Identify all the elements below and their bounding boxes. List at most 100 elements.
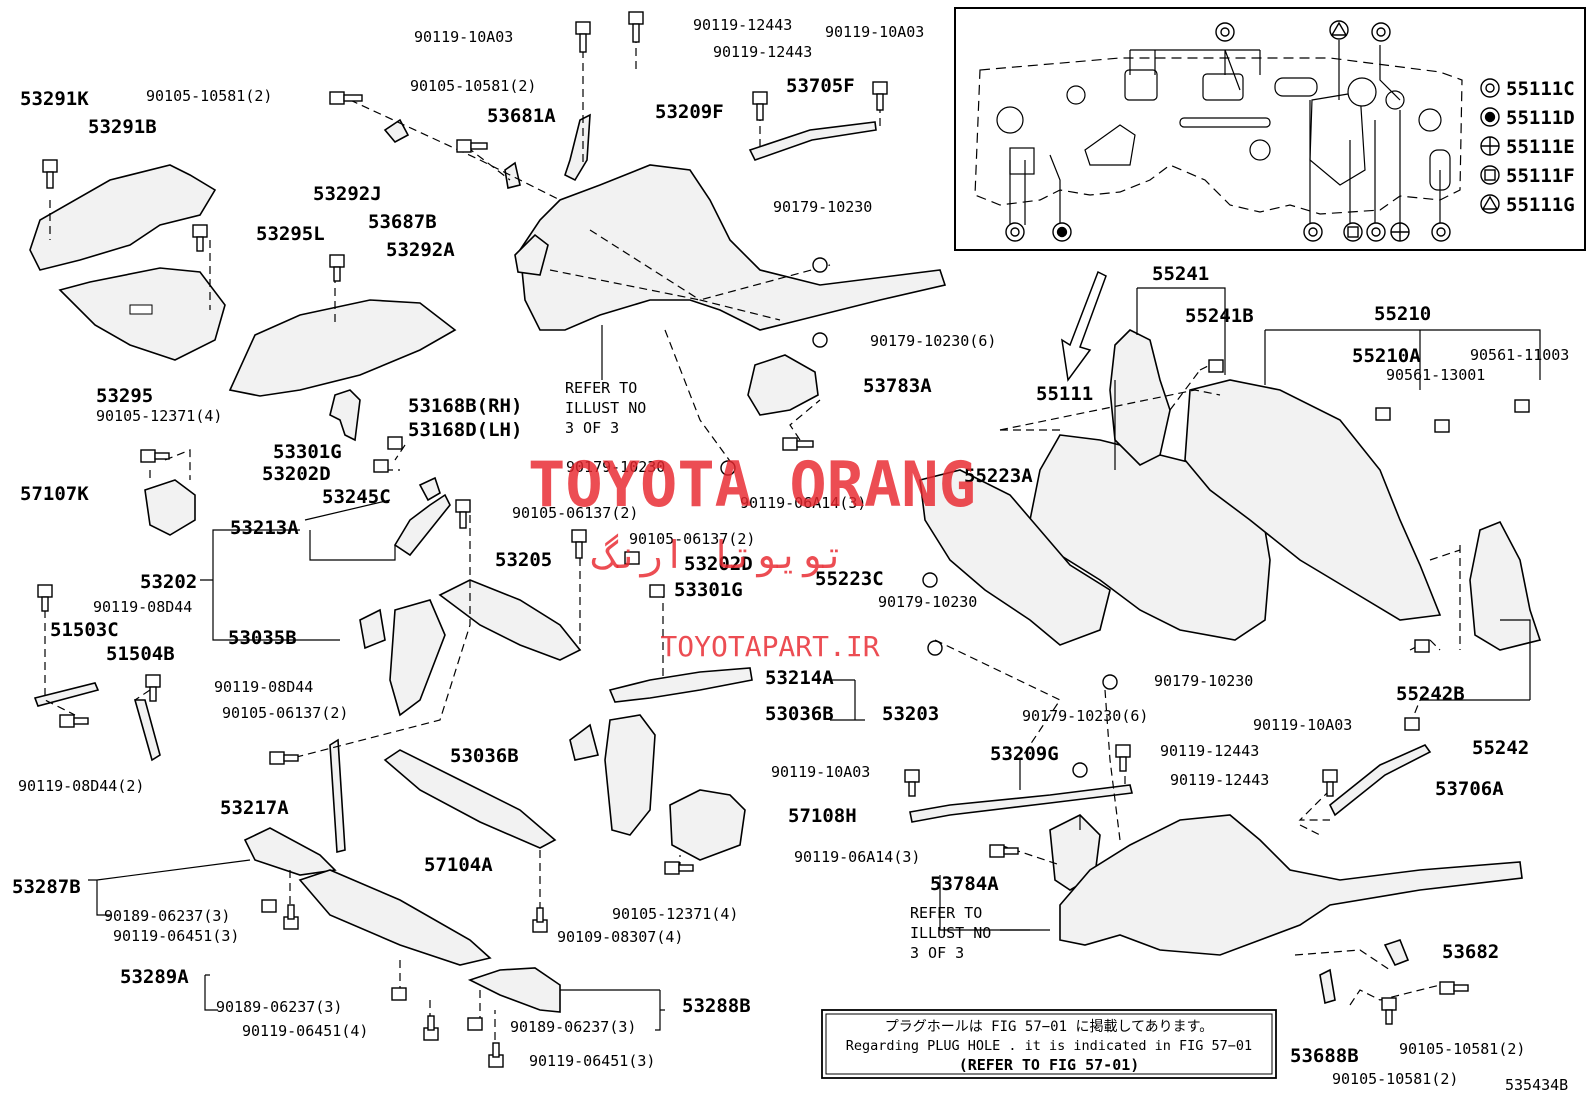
label-90119-06A14-3b: 90119-06A14(3) bbox=[794, 848, 920, 866]
label-53036B-a: 53036B bbox=[765, 703, 834, 725]
label-53784A: 53784A bbox=[930, 873, 999, 895]
label-55242B: 55242B bbox=[1396, 683, 1465, 705]
label-90119-06451-4: 90119-06451(4) bbox=[242, 1022, 368, 1040]
legend-55111E: 55111E bbox=[1506, 136, 1575, 158]
label-57107K: 57107K bbox=[20, 483, 89, 505]
svg-text:ILLUST NO: ILLUST NO bbox=[910, 924, 991, 942]
label-55241: 55241 bbox=[1152, 263, 1209, 285]
svg-text:ILLUST NO: ILLUST NO bbox=[565, 399, 646, 417]
label-90179-10230-b: 90179-10230 bbox=[566, 458, 665, 476]
note-jp: プラグホールは FIG 57−01 に掲載してあります。 bbox=[885, 1019, 1213, 1035]
label-90189-06237-3a: 90189-06237(3) bbox=[104, 907, 230, 925]
label-90105-10581-b: 90105-10581(2) bbox=[410, 77, 536, 95]
label-53291K: 53291K bbox=[20, 88, 89, 110]
label-51503C: 51503C bbox=[50, 619, 119, 641]
label-90179-10230-a: 90179-10230 bbox=[773, 198, 872, 216]
label-55111: 55111 bbox=[1036, 383, 1093, 405]
label-55210: 55210 bbox=[1374, 303, 1431, 325]
svg-text:3 OF 3: 3 OF 3 bbox=[910, 944, 964, 962]
label-90119-10A03-b: 90119-10A03 bbox=[825, 23, 924, 41]
refer-note-upper: REFER TO ILLUST NO 3 OF 3 bbox=[565, 379, 646, 437]
label-53295: 53295 bbox=[96, 385, 153, 407]
label-90119-12443-b: 90119-12443 bbox=[713, 43, 812, 61]
label-90119-06451-3b: 90119-06451(3) bbox=[529, 1052, 655, 1070]
label-90105-10581-a: 90105-10581(2) bbox=[146, 87, 272, 105]
label-53214A: 53214A bbox=[765, 667, 834, 689]
label-53168D: 53168D(LH) bbox=[408, 419, 522, 441]
label-55223A: 55223A bbox=[964, 465, 1033, 487]
label-90189-06237-3b: 90189-06237(3) bbox=[216, 998, 342, 1016]
legend-55111F: 55111F bbox=[1506, 165, 1575, 187]
label-53287B: 53287B bbox=[12, 876, 81, 898]
label-90105-12371-4b: 90105-12371(4) bbox=[612, 905, 738, 923]
label-53705F: 53705F bbox=[786, 75, 855, 97]
svg-text:REFER TO: REFER TO bbox=[565, 379, 637, 397]
fastener-labels: 90119-10A03 90119-12443 90119-12443 9011… bbox=[18, 16, 1569, 1088]
label-53783A: 53783A bbox=[863, 375, 932, 397]
label-90105-06137-2c: 90105-06137(2) bbox=[222, 704, 348, 722]
note-en: Regarding PLUG HOLE . it is indicated in… bbox=[846, 1038, 1252, 1054]
label-90119-10A03-d: 90119-10A03 bbox=[1253, 716, 1352, 734]
label-90105-06137-2a: 90105-06137(2) bbox=[512, 504, 638, 522]
label-90119-10A03-c: 90119-10A03 bbox=[771, 763, 870, 781]
label-53203: 53203 bbox=[882, 703, 939, 725]
svg-text:REFER TO: REFER TO bbox=[910, 904, 982, 922]
label-90179-10230-d: 90179-10230 bbox=[1154, 672, 1253, 690]
watermark: TOYOTA ORANG تویوتا ارنگ TOYOTAPART.IR bbox=[528, 448, 976, 663]
label-53301G-b: 53301G bbox=[674, 579, 743, 601]
label-53292J: 53292J bbox=[313, 183, 382, 205]
svg-text:3 OF 3: 3 OF 3 bbox=[565, 419, 619, 437]
label-55241B: 55241B bbox=[1185, 305, 1254, 327]
label-53217A: 53217A bbox=[220, 797, 289, 819]
diagram-code: 535434B bbox=[1505, 1076, 1568, 1094]
inset-pointer-arrow bbox=[1061, 270, 1107, 382]
label-53706A: 53706A bbox=[1435, 778, 1504, 800]
legend-55111G: 55111G bbox=[1506, 194, 1575, 216]
label-53245C: 53245C bbox=[322, 486, 391, 508]
label-90105-10581-d: 90105-10581(2) bbox=[1332, 1070, 1458, 1088]
label-53688B: 53688B bbox=[1290, 1045, 1359, 1067]
label-53288B: 53288B bbox=[682, 995, 751, 1017]
label-53292A: 53292A bbox=[386, 239, 455, 261]
refer-note-lower: REFER TO ILLUST NO 3 OF 3 bbox=[910, 904, 991, 962]
label-55223C: 55223C bbox=[815, 568, 884, 590]
label-90119-10A03-a: 90119-10A03 bbox=[414, 28, 513, 46]
label-57108H: 57108H bbox=[788, 805, 857, 827]
label-53035B: 53035B bbox=[228, 627, 297, 649]
label-90189-06237-3c: 90189-06237(3) bbox=[510, 1018, 636, 1036]
legend-55111C: 55111C bbox=[1506, 78, 1575, 100]
label-90105-10581-c: 90105-10581(2) bbox=[1399, 1040, 1525, 1058]
label-90119-06A14-3a: 90119-06A14(3) bbox=[740, 494, 866, 512]
label-53687B: 53687B bbox=[368, 211, 437, 233]
label-90179-10230-6b: 90179-10230(6) bbox=[1022, 707, 1148, 725]
label-90119-12443-d: 90119-12443 bbox=[1170, 771, 1269, 789]
label-90119-06451-3a: 90119-06451(3) bbox=[113, 927, 239, 945]
plug-hole-note: プラグホールは FIG 57−01 に掲載してあります。 Regarding P… bbox=[821, 1009, 1277, 1079]
fastener-symbols bbox=[37, 11, 1530, 1068]
inset-dash-panel-plug-holes: 55111C 55111D 55111E 55111F 55111G bbox=[954, 7, 1586, 251]
label-90119-08D44-a: 90119-08D44 bbox=[93, 598, 192, 616]
label-55210A: 55210A bbox=[1352, 345, 1421, 367]
leader-lines bbox=[44, 35, 1541, 1040]
label-90179-10230-c: 90179-10230 bbox=[878, 593, 977, 611]
label-53202D-b: 53202D bbox=[684, 553, 753, 575]
label-53205: 53205 bbox=[495, 549, 552, 571]
label-53202D-a: 53202D bbox=[262, 463, 331, 485]
legend-55111D: 55111D bbox=[1506, 107, 1575, 129]
label-53295L: 53295L bbox=[256, 223, 325, 245]
label-53289A: 53289A bbox=[120, 966, 189, 988]
label-57104A: 57104A bbox=[424, 854, 493, 876]
label-53168B: 53168B(RH) bbox=[408, 395, 522, 417]
label-53301G-a: 53301G bbox=[273, 441, 342, 463]
label-53291B: 53291B bbox=[88, 116, 157, 138]
note-ref: (REFER TO FIG 57-01) bbox=[959, 1056, 1140, 1074]
label-90119-12443-a: 90119-12443 bbox=[693, 16, 792, 34]
label-90119-12443-c: 90119-12443 bbox=[1160, 742, 1259, 760]
watermark-brand: TOYOTA ORANG bbox=[528, 448, 976, 521]
label-55242: 55242 bbox=[1472, 737, 1529, 759]
label-90119-08D44-2: 90119-08D44(2) bbox=[18, 777, 144, 795]
label-90109-08307-4: 90109-08307(4) bbox=[557, 928, 683, 946]
label-90179-10230-6a: 90179-10230(6) bbox=[870, 332, 996, 350]
label-90119-08D44-b: 90119-08D44 bbox=[214, 678, 313, 696]
